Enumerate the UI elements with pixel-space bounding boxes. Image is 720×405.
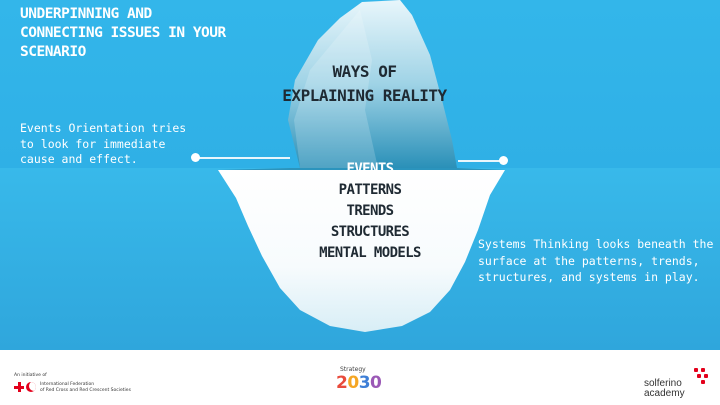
- events-orientation-line: to look for immediate: [20, 136, 166, 151]
- strategy-year: 2030: [336, 373, 382, 393]
- solferino-mark-icon: [694, 368, 712, 386]
- solferino-academy-logo: solferino academy: [636, 365, 716, 401]
- systems-thinking-line: surface at the patterns, trends,: [478, 253, 700, 268]
- events-orientation-line: Events Orientation tries: [20, 121, 187, 135]
- ways-title-line: WAYS OF: [332, 62, 397, 81]
- red-crescent-icon: [26, 382, 36, 392]
- slide-heading: UNDERPINNING AND CONNECTING ISSUES IN YO…: [20, 5, 260, 62]
- iceberg-tip: [288, 0, 457, 168]
- ifrc-name-line: International Federation: [40, 382, 95, 387]
- right-connector-line: [458, 160, 503, 162]
- iceberg-tip-shade: [294, 10, 378, 168]
- systems-thinking-text: Systems Thinking looks beneath the surfa…: [478, 236, 718, 286]
- level-structures: STRUCTURES: [330, 224, 410, 240]
- footer: [0, 350, 720, 405]
- level-mental-models: MENTAL MODELS: [319, 245, 421, 261]
- systems-thinking-line: Systems Thinking looks beneath the: [478, 237, 714, 251]
- heading-line: UNDERPINNING AND: [20, 6, 152, 22]
- ifrc-name-line: of Red Cross and Red Crescent Societies: [40, 388, 131, 393]
- year-digit: 0: [370, 373, 382, 393]
- ways-of-explaining-title: WAYS OF EXPLAINING REALITY: [262, 60, 467, 108]
- strategy-2030-logo: Strategy 2030: [334, 366, 386, 400]
- red-cross-icon: [14, 382, 24, 392]
- heading-line: SCENARIO: [20, 44, 86, 60]
- events-orientation-line: cause and effect.: [20, 152, 138, 166]
- left-connector-dot: [191, 153, 200, 162]
- level-events: EVENTS: [346, 161, 395, 177]
- ifrc-caption: An initiative of: [14, 373, 47, 378]
- left-connector-line: [197, 157, 290, 159]
- iceberg-levels: EVENTS PATTERNS TRENDS STRUCTURES MENTAL…: [290, 159, 450, 264]
- heading-line: CONNECTING ISSUES IN YOUR: [20, 25, 226, 41]
- right-connector-dot: [499, 156, 508, 165]
- ways-title-line: EXPLAINING REALITY: [282, 86, 447, 105]
- year-digit: 0: [347, 373, 359, 393]
- ifrc-logo: An initiative of International Federatio…: [10, 371, 150, 397]
- level-patterns: PATTERNS: [338, 182, 402, 198]
- level-trends: TRENDS: [346, 203, 395, 219]
- systems-thinking-line: structures, and systems in play.: [478, 270, 700, 284]
- academy-line: academy: [644, 388, 685, 399]
- iceberg-underwater: [218, 170, 505, 332]
- iceberg-waterline: [218, 168, 505, 170]
- strategy-label: Strategy: [340, 366, 366, 373]
- solferino-line: solferino: [644, 378, 682, 389]
- year-digit: 3: [358, 373, 371, 393]
- events-orientation-text: Events Orientation tries to look for imm…: [20, 121, 200, 168]
- iceberg-illustration: [218, 0, 505, 332]
- year-digit: 2: [336, 373, 348, 393]
